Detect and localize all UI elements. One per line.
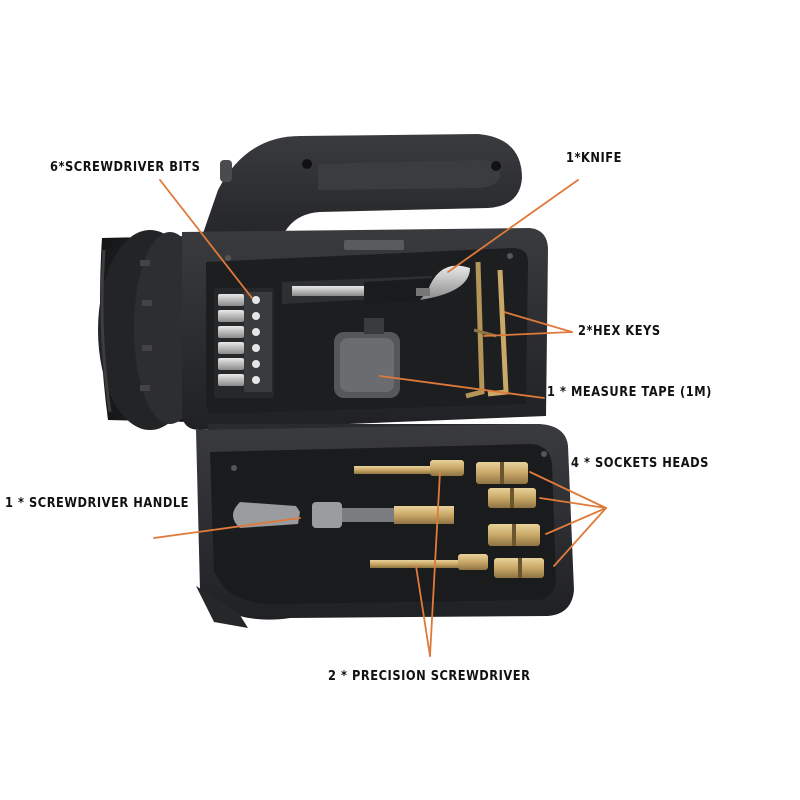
leader-line-socket-3 <box>545 507 607 535</box>
utility-knife <box>282 265 470 304</box>
leader-line-socket-2 <box>539 497 607 509</box>
screwdriver-bits-holder <box>214 288 274 398</box>
leader-line-precision-2 <box>415 565 431 657</box>
precision-screwdrivers <box>354 460 488 570</box>
screwdriver-handle <box>212 490 454 542</box>
socket-heads <box>476 462 544 578</box>
label-socket-heads: 4 * SOCKETS HEADS <box>571 456 709 471</box>
label-knife: 1*KNIFE <box>566 151 622 166</box>
leader-line-tape <box>379 375 545 399</box>
label-screwdriver-handle: 1 * SCREWDRIVER HANDLE <box>5 496 190 511</box>
measure-tape <box>334 318 400 398</box>
leader-line-hex-1 <box>483 331 573 337</box>
leader-line-knife <box>447 179 579 273</box>
label-precision-screwdriver: 2 * PRECISION SCREWDRIVER <box>328 669 531 684</box>
leader-line-socket-4 <box>553 507 607 567</box>
label-measure-tape: 1 * MEASURE TAPE (1M) <box>547 385 712 400</box>
leader-line-handle <box>153 517 301 539</box>
leader-line-socket-1 <box>529 471 607 509</box>
leader-line-hex-2 <box>503 311 573 333</box>
label-hex-keys: 2*HEX KEYS <box>578 324 661 339</box>
leader-line-bits <box>159 179 253 299</box>
label-screwdriver-bits: 6*SCREWDRIVER BITS <box>50 160 201 175</box>
leader-line-precision-1 <box>429 471 441 657</box>
carry-handle <box>200 134 522 262</box>
